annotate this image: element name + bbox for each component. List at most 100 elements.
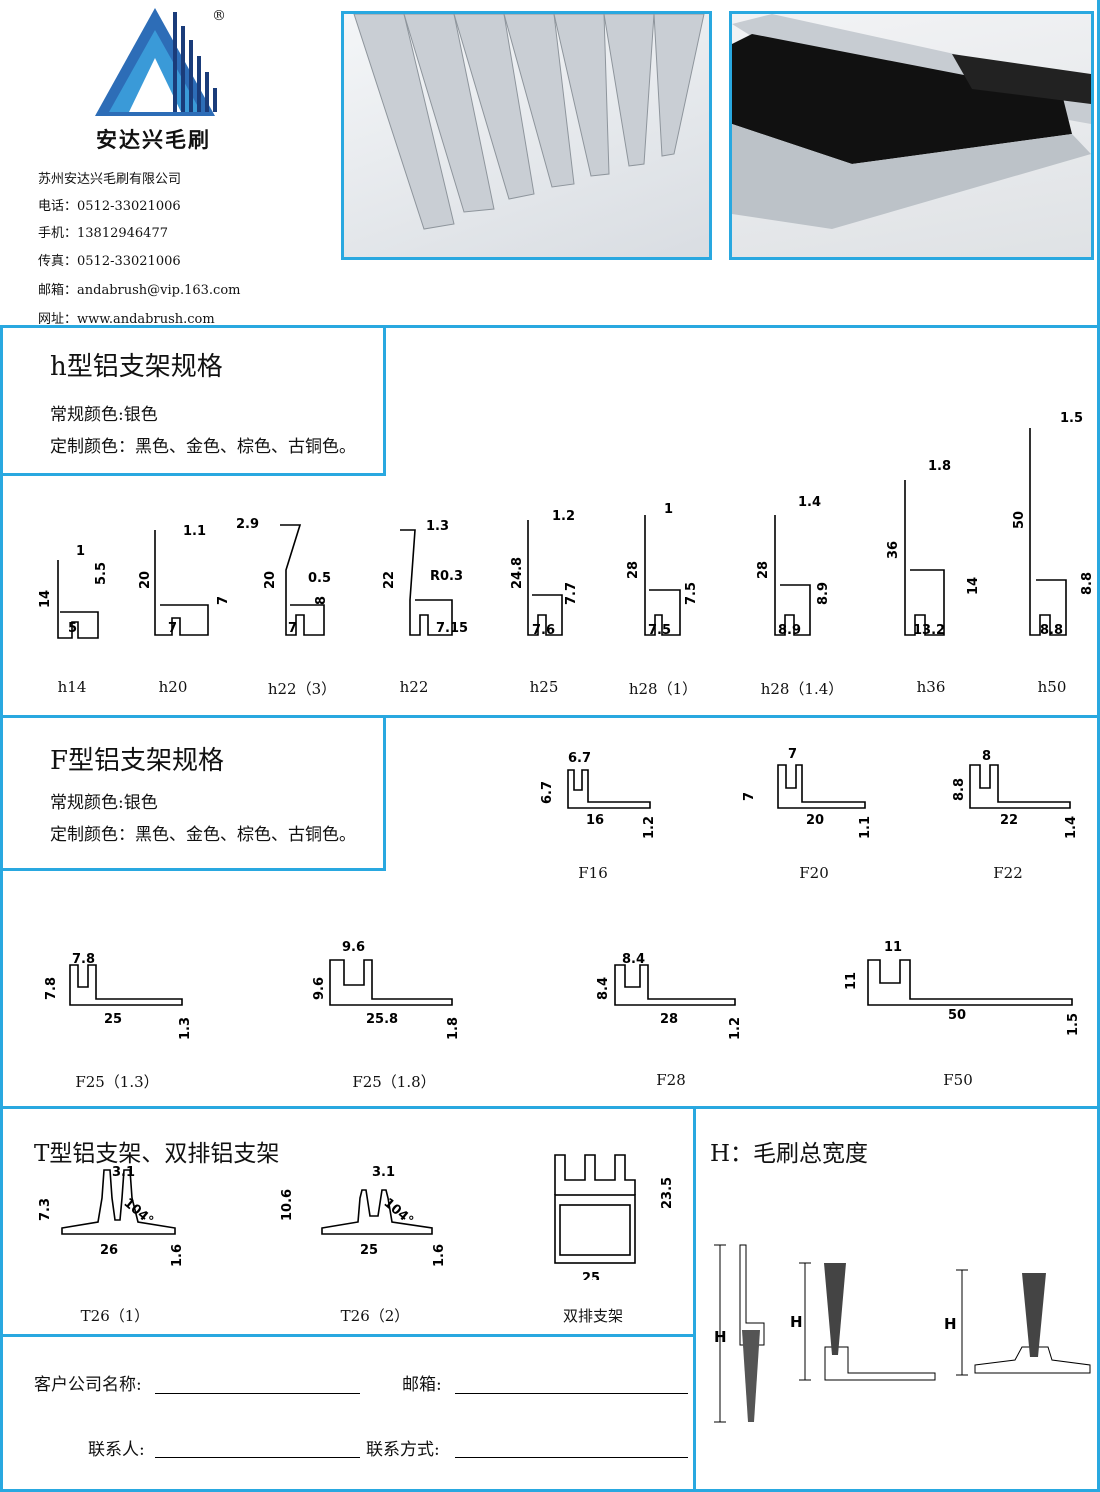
email[interactable]: 邮箱：andabrush@vip.163.com [38,283,241,298]
f-profiles-bottom-drawing: 7.8 7.8 25 1.3 9.6 9.6 25.8 1.8 8.4 8.4 … [44,940,1081,1040]
dim-h20-side: 7 [216,596,231,605]
t-profiles-drawing: 3.1 104° 7.3 26 1.6 3.1 104° 10.6 25 1.6… [38,1154,675,1280]
svg-text:8.4: 8.4 [622,952,645,967]
svg-text:1.2: 1.2 [642,816,657,839]
right-border [1097,0,1100,1492]
dim-h50-top: 1.5 [1060,411,1083,426]
dim-h14-side: 5.5 [94,562,109,585]
svg-text:1.8: 1.8 [446,1017,461,1040]
svg-text:26: 26 [100,1243,118,1258]
svg-text:3.1: 3.1 [112,1165,135,1180]
svg-text:8.8: 8.8 [952,778,967,801]
dim-h25-side: 7.7 [564,582,579,605]
svg-text:1.5: 1.5 [1066,1013,1081,1036]
company-name-label: 客户公司名称: [34,1375,142,1395]
caption-h50: h50 [1037,678,1067,696]
svg-text:8.4: 8.4 [596,977,611,1000]
divider [0,325,1100,328]
svg-text:25: 25 [104,1012,122,1027]
mobile: 手机：13812946477 [38,226,168,241]
divider-vertical [693,1106,696,1492]
fax: 传真：0512-33021006 [38,254,181,269]
dim-h20-base: 7 [168,621,177,636]
h-label-1: H [714,1328,727,1346]
dim-h22-height: 22 [382,571,397,589]
svg-text:9.6: 9.6 [342,940,365,955]
dim-h36-base: 13.2 [913,623,945,638]
dim-h20-height: 20 [138,571,153,589]
svg-text:23.5: 23.5 [660,1177,675,1209]
aluminum-profiles-photo [341,11,712,260]
divider [0,1334,696,1337]
svg-text:25: 25 [360,1243,378,1258]
contact-person-field[interactable] [155,1457,360,1458]
contact-method-label: 联系方式: [366,1440,440,1460]
svg-text:1.6: 1.6 [432,1244,447,1267]
dim-h25-base: 7.6 [532,623,555,638]
t-section-title: T型铝支架、双排铝支架 [34,1141,280,1167]
svg-text:20: 20 [806,813,824,828]
caption-t26-1: T26（1） [80,1307,150,1325]
svg-text:11: 11 [884,940,902,955]
contact-person-label: 联系人: [88,1440,145,1460]
svg-text:25: 25 [582,1271,600,1280]
dim-h36-side: 14 [966,577,981,595]
bottom-border [0,1489,1100,1492]
svg-text:3.1: 3.1 [372,1165,395,1180]
dim-h22-radius: R0.3 [430,569,463,584]
svg-text:16: 16 [586,813,604,828]
contact-method-field[interactable] [455,1457,688,1458]
dim-h28-14-height: 28 [756,561,771,579]
caption-t26-2: T26（2） [340,1307,410,1325]
dim-h14-height: 14 [38,590,53,608]
dim-h28-1-top: 1 [664,502,673,517]
caption-h36: h36 [916,678,946,696]
divider [0,715,1100,718]
f-profiles-top-drawing: 6.7 6.7 16 1.2 7 7 20 1.1 8 8.8 22 1.4 [540,747,1079,839]
caption-f50: F50 [943,1071,973,1089]
svg-text:104°: 104° [381,1196,416,1229]
caption-f16: F16 [578,864,608,882]
svg-text:50: 50 [948,1008,966,1023]
svg-text:11: 11 [844,972,859,990]
logo-text: 安达兴毛刷 [96,127,211,152]
dim-h28-1-side: 7.5 [684,582,699,605]
email-field[interactable] [455,1393,688,1394]
svg-text:22: 22 [1000,813,1018,828]
divider [0,1106,1100,1109]
caption-h22-3: h22（3） [267,680,337,698]
h-width-title: H：毛刷总宽度 [710,1141,869,1167]
svg-text:7.8: 7.8 [72,952,95,967]
brush-strip-photo [729,11,1094,260]
svg-text:7.3: 7.3 [38,1198,53,1221]
dim-h28-1-height: 28 [626,561,641,579]
company-name-field[interactable] [155,1393,360,1394]
caption-h14: h14 [57,678,87,696]
company-logo [95,8,217,116]
svg-text:1.1: 1.1 [858,816,873,839]
caption-f22: F22 [993,864,1023,882]
dim-h25-top: 1.2 [552,509,575,524]
dim-h50-side: 8.8 [1080,572,1095,595]
company-name: 苏州安达兴毛刷有限公司 [38,172,182,187]
brush-width-diagram: H H H [714,1244,1091,1423]
h-section-title: h型铝支架规格 [50,352,223,382]
dim-h28-14-side: 8.9 [816,582,831,605]
svg-text:6.7: 6.7 [568,751,591,766]
svg-text:8: 8 [982,749,991,764]
svg-text:28: 28 [660,1012,678,1027]
dim-h22-3-side: 8 [314,596,329,605]
dim-h25-height: 24.8 [510,557,525,589]
svg-text:10.6: 10.6 [280,1189,295,1221]
dim-h14-top: 1 [76,544,85,559]
website[interactable]: 网址：www.andabrush.com [38,312,215,327]
dim-h22-3-small: 0.5 [308,571,331,586]
caption-h28-14: h28（1.4） [760,680,844,698]
dim-h28-14-base: 8.9 [778,623,801,638]
svg-text:9.6: 9.6 [312,977,327,1000]
svg-text:25.8: 25.8 [366,1012,398,1027]
h-profiles-drawing: 1 14 5.5 5 1.1 20 7 7 2.9 20 0.5 8 7 1.3… [38,411,1095,639]
caption-double-row: 双排支架 [562,1307,623,1325]
dim-h14-base: 5 [68,621,77,636]
caption-f25-13: F25（1.3） [75,1073,159,1091]
